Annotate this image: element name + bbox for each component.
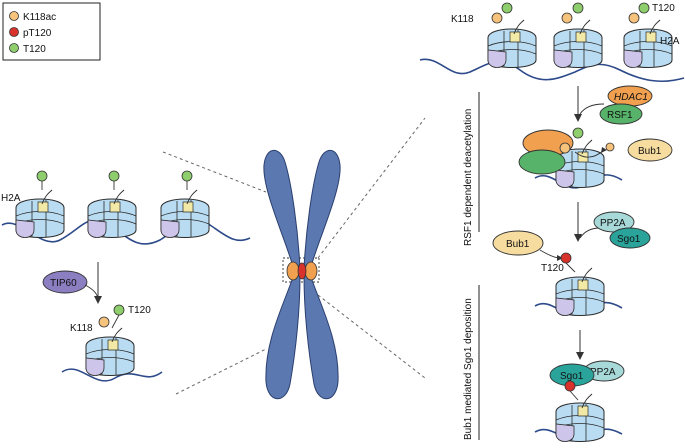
h2a-left-label: H2A — [1, 193, 21, 204]
dashed-line — [317, 117, 426, 259]
arrow-head — [557, 255, 563, 261]
t120-top-label: T120 — [652, 3, 675, 14]
sgo1-deposited-nucleosome: PP2A Sgo1 — [534, 360, 625, 442]
pt120-legend-dot — [9, 27, 19, 37]
nucleosome — [85, 327, 135, 376]
k118-left-label: K118 — [70, 323, 93, 334]
bub1-section-label: Bub1 mediated Sgo1 deposition — [463, 298, 474, 440]
legend-t120-label: T120 — [23, 44, 46, 55]
curved-arrow — [579, 103, 605, 115]
legend: K118ac pT120 T120 — [2, 2, 101, 61]
bub1-protein — [627, 138, 673, 162]
dashed-line — [175, 348, 267, 395]
bub1-left-label: Bub1 — [506, 239, 530, 250]
arrow-head — [576, 352, 584, 360]
kinetochore-left — [286, 261, 300, 281]
t120-dot — [113, 304, 125, 316]
pt120-dot — [560, 252, 572, 264]
bub1-protein — [492, 230, 544, 256]
nucleosome — [487, 19, 537, 68]
curved-arrow — [579, 227, 601, 239]
nucleosome — [553, 19, 603, 68]
legend-k118ac-label: K118ac — [23, 12, 56, 23]
pt120-dot — [564, 380, 576, 392]
sgo1-2-label: Sgo1 — [560, 371, 584, 382]
rsf1-label: RSF1 — [607, 110, 633, 121]
nucleosome — [15, 189, 65, 238]
kinetochore-right — [304, 261, 318, 281]
legend-pt120-label: pT120 — [23, 28, 52, 39]
k118ac-dot — [98, 316, 110, 328]
k118ac-legend-dot — [9, 11, 19, 21]
tip60-enzyme: TIP60 — [42, 262, 102, 304]
dna-strand — [1, 218, 251, 245]
nucleosome — [555, 267, 605, 316]
nucleosome — [87, 189, 137, 238]
rsf1-section-label: RSF1 dependent deacetylation — [463, 109, 474, 246]
dashed-line — [317, 294, 426, 379]
centromere-box — [282, 257, 320, 283]
phosphorylation-step: PP2A Sgo1 Bub1 — [492, 202, 651, 261]
tail — [111, 314, 120, 329]
arrow-head — [574, 234, 582, 242]
t120-dot — [572, 127, 584, 139]
arrow-head — [94, 296, 102, 304]
tip60-label: TIP60 — [50, 278, 77, 289]
released-acetyl-dot — [605, 142, 615, 152]
nucleosome — [555, 393, 605, 442]
t120-dot — [638, 2, 650, 14]
centromere-core — [297, 262, 307, 280]
deacetylation-step: HDAC1 RSF1 — [574, 85, 653, 125]
h2a-top-label: H2A — [660, 36, 680, 47]
dashed-line — [162, 151, 267, 193]
left-nucleosome-array: H2A — [1, 170, 251, 245]
sgo1-protein — [609, 227, 651, 249]
left-single-nucleosome: T120 K118 — [61, 304, 163, 382]
k118ac-dot — [559, 142, 571, 154]
zoom-guides — [162, 117, 426, 395]
sgo1-1-label: Sgo1 — [617, 234, 641, 245]
tail — [565, 262, 576, 273]
deposition-step — [576, 330, 584, 360]
dna-strand — [419, 58, 685, 83]
k118ac-dot — [561, 12, 573, 24]
hdac1-label: HDAC1 — [614, 92, 648, 103]
tail — [569, 390, 579, 401]
right-nucleosome-array: K118 T120 H2A — [419, 2, 685, 83]
t120-legend-dot — [9, 43, 19, 53]
bub1-right-label: Bub1 — [638, 146, 662, 157]
nucleosome — [160, 189, 210, 238]
t120-dot — [108, 170, 120, 182]
section-labels: RSF1 dependent deacetylation Bub1 mediat… — [463, 92, 480, 440]
pp2a-1-label: PP2A — [600, 218, 626, 229]
rsf1-enzyme — [599, 103, 643, 125]
arrow-head — [601, 147, 607, 153]
deacetylation-complex: Bub1 — [518, 127, 673, 189]
rsf1-bound — [518, 149, 566, 175]
phosphorylated-nucleosome: T120 — [534, 252, 623, 316]
t120-dot — [572, 2, 584, 14]
t120-dot — [181, 170, 193, 182]
k118-top-label: K118 — [451, 14, 474, 25]
k118ac-dot — [628, 12, 640, 24]
k118ac-dot — [491, 12, 503, 24]
arrow-head — [574, 114, 582, 122]
t120-left-label: T120 — [128, 305, 151, 316]
t120-mid-label: T120 — [541, 263, 564, 274]
chromosome — [263, 149, 341, 400]
pp2a-2-label: PP2A — [590, 367, 616, 378]
t120-dot — [36, 170, 48, 182]
dna-strand — [61, 368, 163, 382]
t120-dot — [501, 2, 513, 14]
